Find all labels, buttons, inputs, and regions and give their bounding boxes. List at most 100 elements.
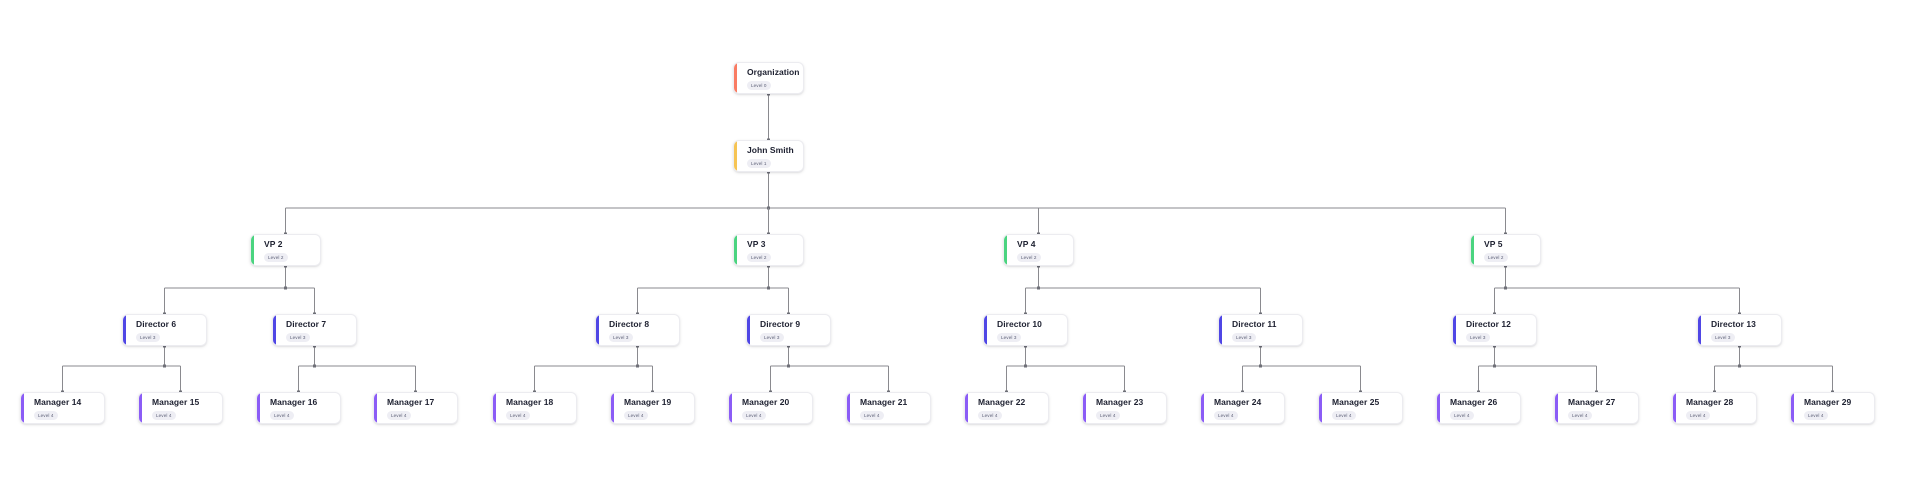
node-level-badge: Level 4 bbox=[1332, 410, 1356, 420]
node-title: VP 3 bbox=[747, 238, 766, 249]
node-accent-bar bbox=[734, 63, 737, 93]
node-title: Manager 24 bbox=[1214, 396, 1262, 407]
node-level-badge: Level 4 bbox=[1568, 410, 1592, 420]
node-level-badge: Level 4 bbox=[742, 410, 766, 420]
node-level-badge: Level 3 bbox=[136, 332, 160, 342]
node-title: Director 6 bbox=[136, 318, 177, 329]
org-node-director-9[interactable]: Director 9 Level 3 bbox=[746, 314, 831, 346]
node-accent-bar bbox=[1791, 393, 1794, 423]
node-level-badge: Level 4 bbox=[860, 410, 884, 420]
node-title: Manager 17 bbox=[387, 396, 435, 407]
node-title: Manager 23 bbox=[1096, 396, 1144, 407]
node-title: Director 12 bbox=[1466, 318, 1511, 329]
node-accent-bar bbox=[1083, 393, 1086, 423]
node-accent-bar bbox=[21, 393, 24, 423]
node-accent-bar bbox=[1437, 393, 1440, 423]
node-title: VP 4 bbox=[1017, 238, 1036, 249]
org-node-director-13[interactable]: Director 13 Level 3 bbox=[1697, 314, 1782, 346]
node-accent-bar bbox=[984, 315, 987, 345]
node-level-badge: Level 4 bbox=[1686, 410, 1710, 420]
node-accent-bar bbox=[1004, 235, 1007, 265]
node-title: Director 10 bbox=[997, 318, 1042, 329]
node-level-badge: Level 3 bbox=[286, 332, 310, 342]
node-title: Director 7 bbox=[286, 318, 327, 329]
org-node-manager-17[interactable]: Manager 17 Level 4 bbox=[373, 392, 458, 424]
node-level-badge: Level 0 bbox=[747, 80, 771, 90]
node-title: Director 11 bbox=[1232, 318, 1277, 329]
node-level-badge: Level 2 bbox=[1017, 252, 1041, 262]
node-level-badge: Level 4 bbox=[1214, 410, 1238, 420]
node-accent-bar bbox=[729, 393, 732, 423]
org-node-manager-22[interactable]: Manager 22 Level 4 bbox=[964, 392, 1049, 424]
org-node-manager-21[interactable]: Manager 21 Level 4 bbox=[846, 392, 931, 424]
org-node-manager-25[interactable]: Manager 25 Level 4 bbox=[1318, 392, 1403, 424]
node-title: Manager 26 bbox=[1450, 396, 1498, 407]
node-title: Manager 25 bbox=[1332, 396, 1380, 407]
org-node-director-11[interactable]: Director 11 Level 3 bbox=[1218, 314, 1303, 346]
org-node-director-7[interactable]: Director 7 Level 3 bbox=[272, 314, 357, 346]
node-title: Manager 28 bbox=[1686, 396, 1734, 407]
node-title: Director 13 bbox=[1711, 318, 1756, 329]
node-accent-bar bbox=[1471, 235, 1474, 265]
node-title: Manager 15 bbox=[152, 396, 200, 407]
node-level-badge: Level 4 bbox=[1096, 410, 1120, 420]
node-title: Manager 18 bbox=[506, 396, 554, 407]
node-title: VP 2 bbox=[264, 238, 283, 249]
node-level-badge: Level 2 bbox=[264, 252, 288, 262]
org-node-vp-4[interactable]: VP 4 Level 2 bbox=[1003, 234, 1074, 266]
org-node-manager-28[interactable]: Manager 28 Level 4 bbox=[1672, 392, 1757, 424]
node-level-badge: Level 4 bbox=[387, 410, 411, 420]
node-title: Manager 22 bbox=[978, 396, 1026, 407]
node-level-badge: Level 3 bbox=[1711, 332, 1735, 342]
node-level-badge: Level 4 bbox=[34, 410, 58, 420]
node-level-badge: Level 4 bbox=[624, 410, 648, 420]
node-title: VP 5 bbox=[1484, 238, 1503, 249]
org-node-vp-2[interactable]: VP 2 Level 2 bbox=[250, 234, 321, 266]
node-level-badge: Level 3 bbox=[1232, 332, 1256, 342]
node-accent-bar bbox=[139, 393, 142, 423]
node-accent-bar bbox=[1555, 393, 1558, 423]
org-node-manager-23[interactable]: Manager 23 Level 4 bbox=[1082, 392, 1167, 424]
node-title: Manager 21 bbox=[860, 396, 908, 407]
node-accent-bar bbox=[734, 235, 737, 265]
node-title: John Smith bbox=[747, 144, 794, 155]
node-title: Manager 29 bbox=[1804, 396, 1852, 407]
node-accent-bar bbox=[1319, 393, 1322, 423]
node-accent-bar bbox=[1453, 315, 1456, 345]
node-level-badge: Level 4 bbox=[978, 410, 1002, 420]
node-title: Director 9 bbox=[760, 318, 801, 329]
node-level-badge: Level 1 bbox=[747, 158, 771, 168]
org-node-director-6[interactable]: Director 6 Level 3 bbox=[122, 314, 207, 346]
node-accent-bar bbox=[1673, 393, 1676, 423]
org-node-manager-24[interactable]: Manager 24 Level 4 bbox=[1200, 392, 1285, 424]
org-node-vp-3[interactable]: VP 3 Level 2 bbox=[733, 234, 804, 266]
node-level-badge: Level 2 bbox=[747, 252, 771, 262]
node-accent-bar bbox=[596, 315, 599, 345]
node-level-badge: Level 4 bbox=[1450, 410, 1474, 420]
node-title: Manager 16 bbox=[270, 396, 318, 407]
node-accent-bar bbox=[611, 393, 614, 423]
node-accent-bar bbox=[1698, 315, 1701, 345]
node-level-badge: Level 3 bbox=[760, 332, 784, 342]
node-accent-bar bbox=[123, 315, 126, 345]
node-title: Organization bbox=[747, 66, 800, 77]
node-accent-bar bbox=[847, 393, 850, 423]
org-node-manager-26[interactable]: Manager 26 Level 4 bbox=[1436, 392, 1521, 424]
node-accent-bar bbox=[965, 393, 968, 423]
